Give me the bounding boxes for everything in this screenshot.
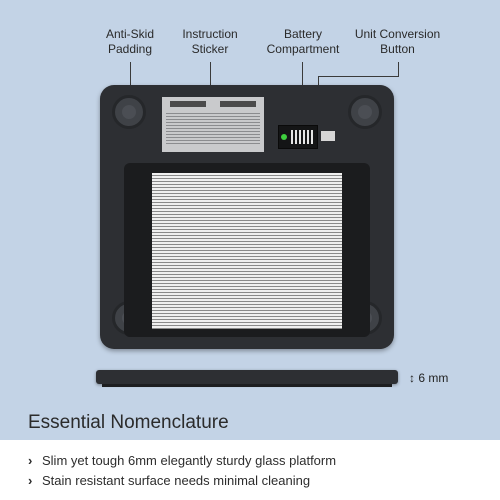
thickness-label: 6 mm [418,371,449,385]
feature-text: Stain resistant surface needs minimal cl… [42,473,311,488]
callout-line-1: Battery [283,27,322,41]
feature-item: › Stain resistant surface needs minimal c… [28,473,310,488]
callout-line-2: Padding [107,42,153,56]
sticker-header-bar [170,101,206,107]
callout-line-1: Instruction [182,27,238,41]
anti-skid-foot-top-right [348,95,382,129]
callout-line-2: Sticker [191,42,229,56]
feature-text: Slim yet tough 6mm elegantly sturdy glas… [42,453,337,468]
leader-anti-skid [130,62,131,96]
callout-line-1: Anti-Skid [105,27,155,41]
sticker-header-bar [220,101,256,107]
leader-unit-button-h [318,76,399,77]
callout-battery-compartment: Battery Compartment [258,27,348,57]
feature-item: › Slim yet tough 6mm elegantly sturdy gla… [28,453,336,468]
chevron-right-icon: › [28,453,33,468]
battery-compartment [278,125,318,149]
callout-unit-conversion-button: Unit Conversion Button [350,27,445,57]
callout-instruction-sticker: Instruction Sticker [170,27,250,57]
anti-skid-foot-top-left [112,95,146,129]
feature-list: › Slim yet tough 6mm elegantly sturdy gla… [0,440,500,500]
scale-side-profile [96,370,398,387]
battery-indicator-icon [281,134,287,140]
up-down-arrow-icon: ↕ [409,371,415,385]
sticker-text-block [166,111,260,145]
thickness-dimension: ↕ 6 mm [409,371,448,385]
unit-conversion-button[interactable] [321,131,335,141]
callout-anti-skid-padding: Anti-Skid Padding [95,27,165,57]
instruction-sticker [162,97,264,152]
profile-base [102,384,392,387]
chevron-right-icon: › [28,473,33,488]
section-title: Essential Nomenclature [28,412,229,433]
callout-line-1: Unit Conversion [354,27,441,41]
platform-texture [152,173,342,329]
battery-label [291,130,313,144]
callout-line-2: Button [380,42,415,56]
leader-unit-button-v [398,62,399,76]
callout-line-2: Compartment [266,42,340,56]
